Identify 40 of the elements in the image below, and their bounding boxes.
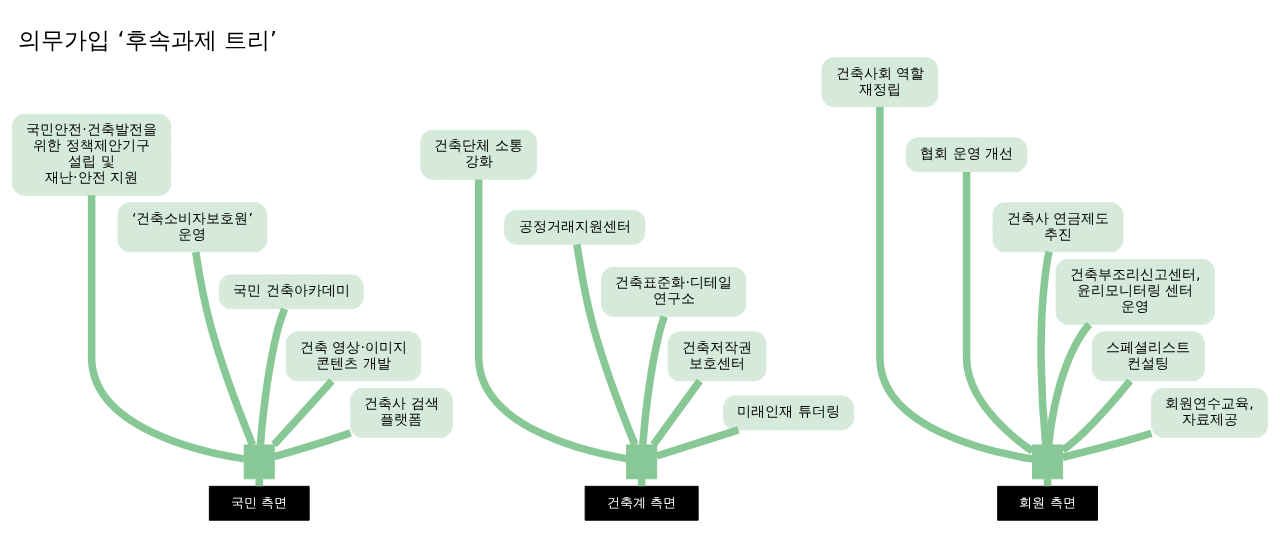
node-box: 회원연수교육, 자료제공 xyxy=(1151,387,1268,438)
node-box: 건축단체 소통 강화 xyxy=(420,129,538,180)
node-bar xyxy=(243,443,275,479)
node-box: 건축 영상·이미지 콘텐츠 개발 xyxy=(285,330,422,381)
connector xyxy=(273,428,352,460)
connector xyxy=(1060,378,1133,453)
connector xyxy=(474,178,627,462)
node-box: 회원 측면 xyxy=(997,485,1098,521)
node-box: 미래인재 튜더링 xyxy=(723,394,855,430)
node-box: 건축사 검색 플랫폼 xyxy=(350,387,453,438)
connector xyxy=(255,478,264,486)
node-box: 스페셜리스트 컨설팅 xyxy=(1091,330,1205,381)
connector xyxy=(650,378,703,447)
connector xyxy=(876,106,1034,463)
node-box: 공정거래지원센터 xyxy=(504,209,646,245)
node-box: 건축저작권 보호센터 xyxy=(667,330,767,381)
diagram-title: 의무가입 ‘후속과제 트리’ xyxy=(18,26,278,53)
node-box: 건축부조리신고센터, 윤리모니터링 센터 운영 xyxy=(1055,258,1215,325)
node-box: 국민 건축아카데미 xyxy=(218,273,364,309)
connector xyxy=(1037,250,1053,445)
node-box: 건축사회 역할 재정립 xyxy=(821,56,939,107)
connector xyxy=(573,243,639,446)
node-box: 국민안전·건축발전을 위한 정책제안기구 설립 및 재난·안전 지원 xyxy=(12,113,172,196)
node-box: 국민 측면 xyxy=(208,485,310,521)
connector xyxy=(192,251,256,446)
connector xyxy=(87,194,245,463)
node-box: 협회 운영 개선 xyxy=(905,136,1028,172)
connector xyxy=(1045,321,1093,445)
node-bar xyxy=(626,443,658,479)
connector xyxy=(1061,429,1153,461)
connector xyxy=(655,425,740,460)
node-box: ‘건축소비자보호원’ 운영 xyxy=(117,201,268,252)
connector xyxy=(256,307,289,445)
node-box: 건축사 연금제도 추진 xyxy=(992,201,1124,252)
connector xyxy=(639,314,668,445)
connector xyxy=(962,171,1035,454)
node-box: 건축계 측면 xyxy=(584,485,699,521)
connector xyxy=(271,378,335,447)
node-box: 건축표준화·디테일 연구소 xyxy=(601,266,747,317)
node-bar xyxy=(1032,443,1064,479)
